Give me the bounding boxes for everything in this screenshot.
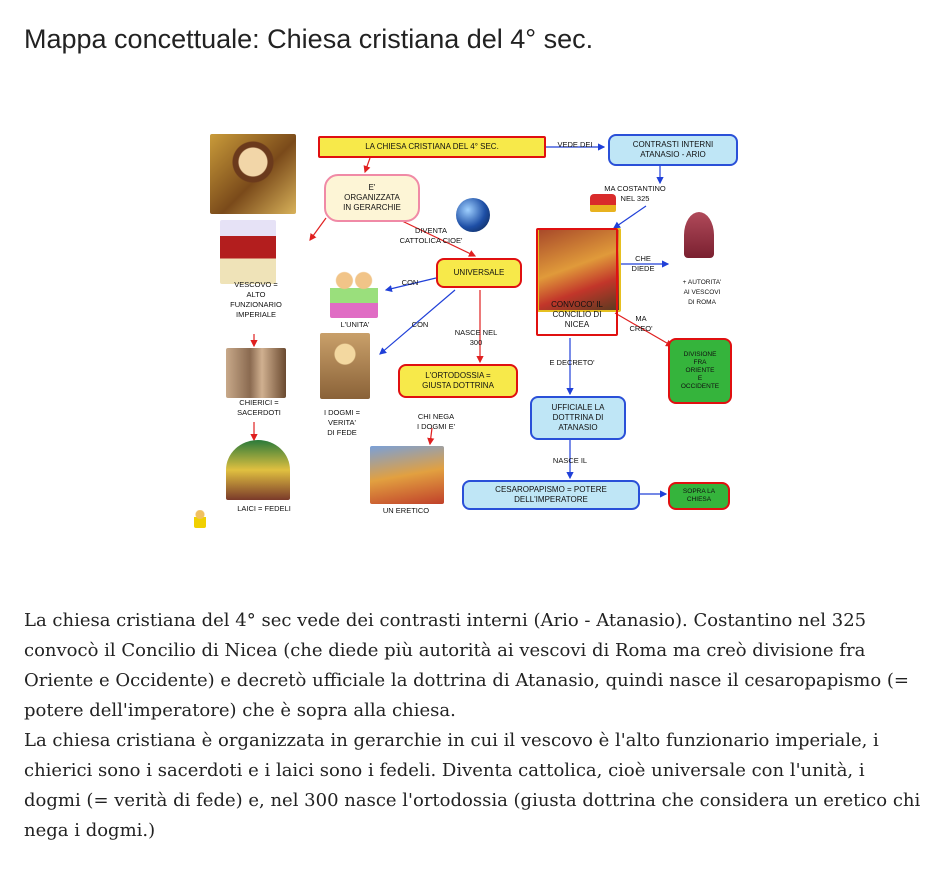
pantocrator-picture	[210, 134, 296, 214]
bishop-picture	[220, 220, 276, 284]
arrow-organizzata-to-universale	[399, 219, 477, 257]
label-chierici: CHIERICI = SACERDOTI	[237, 398, 281, 417]
label-autorita: + AUTORITA' AI VESCOVI DI ROMA	[682, 279, 722, 306]
label-vescovo: VESCOVO = ALTO FUNZIONARIO IMPERIALE	[230, 280, 282, 319]
node-universale: UNIVERSALE	[436, 258, 522, 288]
earth-picture	[456, 198, 490, 232]
label-diventa: DIVENTA CATTOLICA CIOE'	[399, 226, 463, 245]
label-nasce-il: NASCE IL	[552, 456, 588, 465]
node-organizzata: E' ORGANIZZATA IN GERARCHIE	[324, 174, 420, 222]
node-divisione: DIVISIONE FRA ORIENTE E OCCIDENTE	[668, 338, 732, 404]
heretic-picture	[370, 446, 444, 504]
crown-picture	[590, 194, 616, 212]
label-con-1: CON	[401, 278, 419, 287]
women-picture	[330, 268, 378, 318]
concept-map-arrows	[250, 143, 674, 498]
arrow-main-to-organizzata	[363, 157, 371, 174]
arrow-universale-to-saint	[379, 289, 456, 355]
arrow-costantino-to-convoco	[613, 205, 647, 229]
laity-picture	[226, 440, 290, 500]
label-ma-costantino: MA COSTANTINO NEL 325	[604, 184, 666, 203]
arrow-convoco-to-divisione	[614, 312, 674, 347]
saint-picture	[320, 333, 370, 399]
node-convoco: CONVOCO' IL CONCILIO DI NICEA	[536, 228, 618, 336]
label-e-decreto: E DECRETO'	[549, 358, 595, 367]
label-nasce-nel: NASCE NEL 300	[454, 328, 498, 347]
body-text: La chiesa cristiana del 4° sec vede dei …	[24, 606, 924, 846]
concept-map: LA CHIESA CRISTIANA DEL 4° SEC. CONTRAST…	[190, 128, 746, 528]
node-ortodossia: L'ORTODOSSIA = GIUSTA DOTTRINA	[398, 364, 518, 398]
node-cesaropapismo: CESAROPAPISMO = POTERE DELL'IMPERATORE	[462, 480, 640, 510]
arrow-universale-to-women	[384, 277, 437, 293]
mitre-picture	[684, 212, 714, 258]
clerics-picture	[226, 348, 286, 398]
arrow-ortodossia-to-eretico	[427, 427, 435, 446]
node-ufficiale: UFFICIALE LA DOTTRINA DI ATANASIO	[530, 396, 626, 440]
label-dogmi: I DOGMI = VERITA' DI FEDE	[323, 408, 361, 437]
node-sopra: SOPRA LA CHIESA	[668, 482, 730, 510]
arrow-organizzata-to-vescovo	[309, 217, 327, 241]
label-ma-creo: MA CREO'	[629, 314, 653, 333]
node-main: LA CHIESA CRISTIANA DEL 4° SEC.	[318, 136, 546, 158]
label-vede-dei: VEDE DEI	[557, 140, 593, 149]
child-picture	[194, 510, 206, 528]
label-unita: L'UNITA'	[340, 320, 370, 329]
label-che-diede: CHE DIEDE	[631, 254, 655, 273]
paragraph-1: La chiesa cristiana del 4° sec vede dei …	[24, 610, 909, 721]
node-contrasti: CONTRASTI INTERNI ATANASIO - ARIO	[608, 134, 738, 166]
page-title: Mappa concettuale: Chiesa cristiana del …	[24, 24, 594, 54]
label-eretico: UN ERETICO	[382, 506, 430, 515]
label-laici: LAICI = FEDELI	[237, 504, 291, 513]
label-chi-nega: CHI NEGA I DOGMI E'	[416, 412, 456, 431]
label-con-2: CON	[411, 320, 429, 329]
paragraph-2: La chiesa cristiana è organizzata in ger…	[24, 730, 921, 841]
